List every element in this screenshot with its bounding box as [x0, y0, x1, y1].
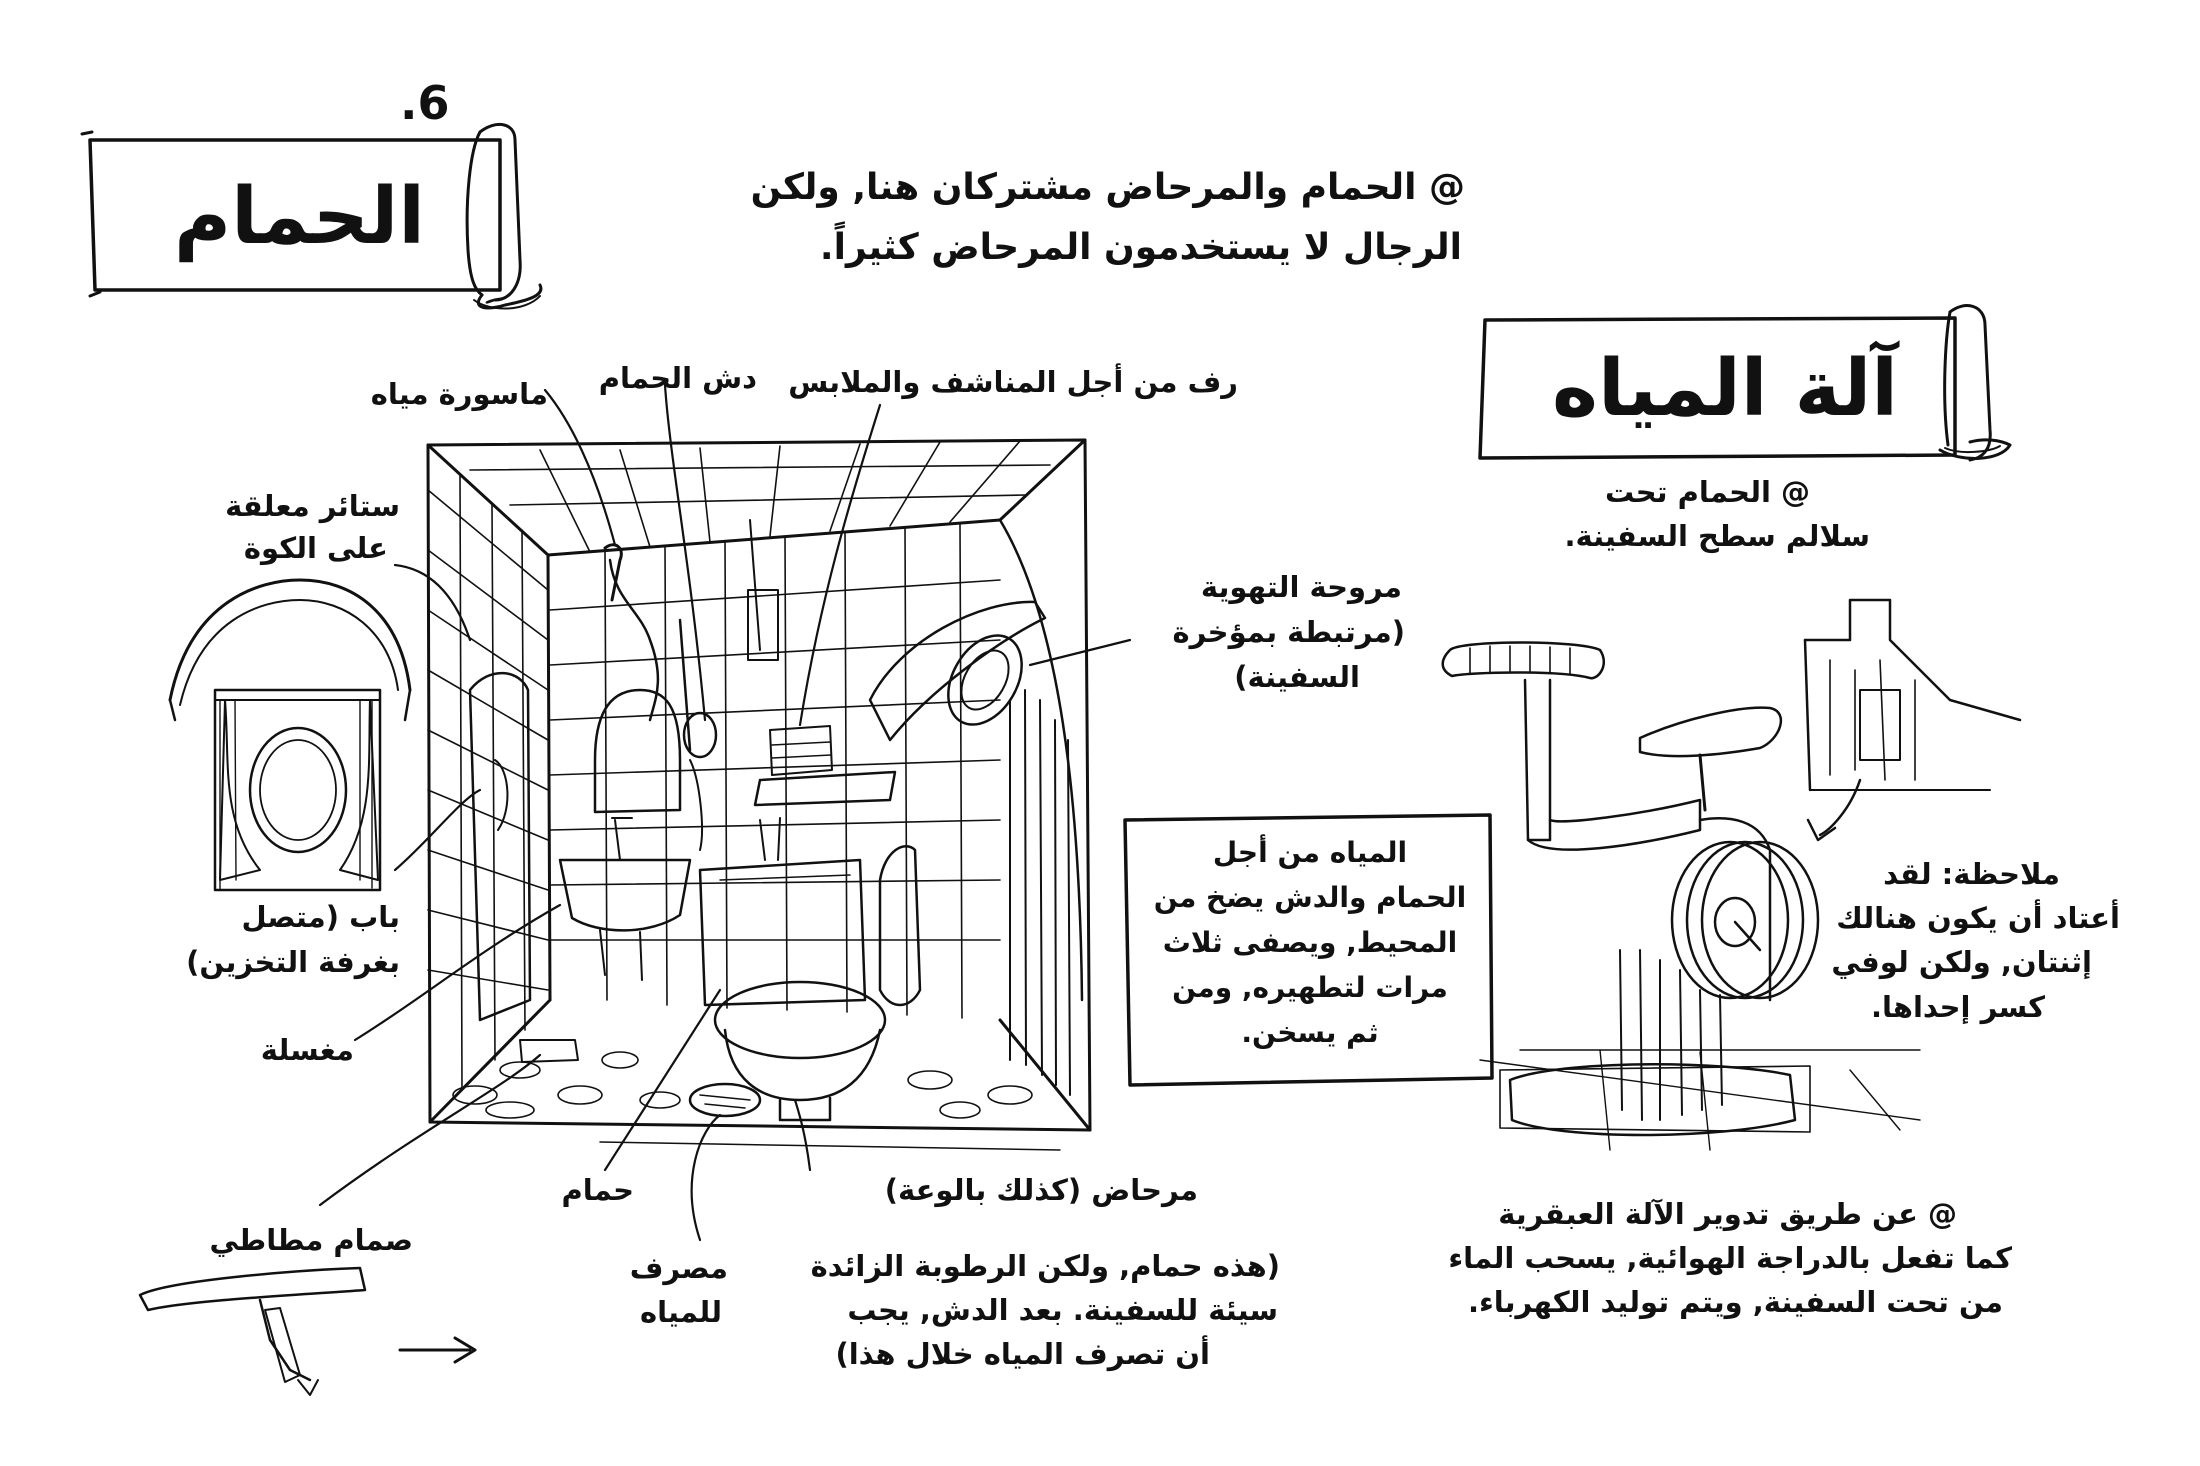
label-drain-line-1: مصرف — [629, 1251, 728, 1285]
page-number: 6. — [400, 76, 450, 130]
water-box-line-3: المحيط, ويصفى ثلاث — [1162, 926, 1458, 959]
label-rubber-plug: صمام مطاطي — [209, 1223, 413, 1257]
label-curtain-line-2: على الكوة — [243, 531, 388, 565]
label-humidity-line-2: سيئة للسفينة. بعد الدش, يجب — [847, 1293, 1278, 1327]
intro-line-2: الرجال لا يستخدمون المرحاض كثيراً. — [819, 227, 1462, 268]
porthole-curtain-sketch — [168, 578, 412, 892]
label-fan-line-1: مروحة التهوية — [1200, 570, 1402, 604]
water-box-line-1: المياه من أجل — [1212, 836, 1408, 869]
label-note-line-2: أعتاد أن يكون هنالك — [1836, 901, 2120, 935]
label-generator-line-2: كما تفعل بالدراجة الهوائية, يسحب الماء — [1448, 1241, 2012, 1275]
label-sink: مغسلة — [260, 1033, 354, 1067]
intro-line-1: @ الحمام والمرحاض مشتركان هنا, ولكن — [750, 167, 1465, 208]
label-drain-line-2: للمياه — [639, 1295, 722, 1329]
label-fan-line-3: السفينة) — [1234, 660, 1360, 694]
stairs-sketch — [1803, 598, 2022, 842]
label-door-line-1: باب (متصل — [241, 900, 400, 934]
label-fan-line-2: (مرتبطة بمؤخرة — [1172, 615, 1405, 649]
rubber-plug-sketch — [138, 1266, 477, 1396]
water-machine-drawing — [1441, 641, 1921, 1151]
label-generator-line-3: من تحت السفينة, ويتم توليد الكهرباء. — [1467, 1285, 2003, 1319]
page-title-water-machine: آلة المياه — [1552, 344, 1898, 434]
label-tub: حمام — [561, 1173, 635, 1207]
title-scroll-bath — [80, 123, 543, 310]
label-note-line-4: كسر إحداها. — [1870, 990, 2045, 1024]
label-generator-line-1: @ عن طريق تدوير الآلة العبقرية — [1498, 1197, 1957, 1231]
water-info-box — [1123, 813, 1494, 1087]
title-scroll-water — [1478, 304, 2012, 462]
label-humidity-line-3: أن تصرف المياه خلال هذا) — [835, 1337, 1210, 1371]
water-box-line-5: ثم يسخن. — [1241, 1016, 1379, 1049]
water-box-line-2: الحمام والدش يضخ من — [1153, 881, 1467, 914]
label-towel-shelf: رف من أجل المناشف والملابس — [788, 365, 1238, 399]
bath-leader-lines — [318, 383, 1132, 1242]
label-humidity-line-1: (هذه حمام, ولكن الرطوبة الزائدة — [810, 1249, 1280, 1283]
label-location-line-1: @ الحمام تحت — [1605, 475, 1810, 509]
label-location-line-2: سلالم سطح السفينة. — [1564, 519, 1870, 553]
label-note-line-1: ملاحظة: لقد — [1883, 857, 2060, 891]
page-title-bath: الحمام — [174, 172, 425, 262]
label-note-line-3: إثنتان, ولكن لوفي — [1831, 945, 2092, 979]
label-toilet: مرحاض (كذلك بالوعة) — [884, 1173, 1198, 1207]
label-door-line-2: بغرفة التخزين) — [186, 945, 400, 979]
bathroom-drawing — [426, 438, 1092, 1132]
label-shower: دش الحمام — [598, 361, 757, 395]
label-water-hose: ماسورة مياه — [370, 377, 548, 411]
label-curtain-line-1: ستائر معلقة — [225, 489, 400, 523]
water-box-line-4: مرات لتطهيره, ومن — [1172, 971, 1448, 1004]
